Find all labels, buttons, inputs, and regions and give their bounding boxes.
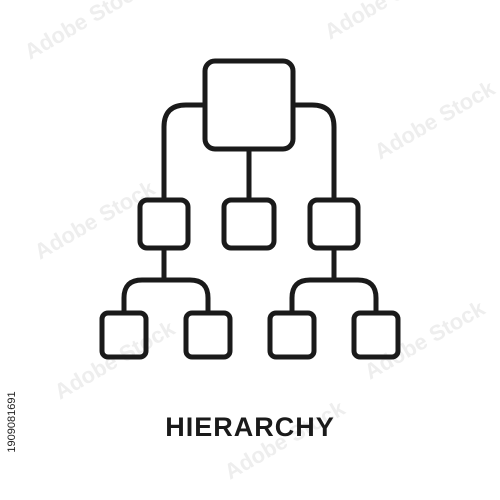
leaf-node [183, 310, 233, 360]
icon-caption: HIERARCHY [165, 412, 335, 442]
connector-line [289, 277, 379, 316]
stock-id-label: 1909081691 [6, 391, 18, 453]
mid-node-left [137, 197, 191, 251]
connector-line [121, 277, 211, 316]
leaf-node [351, 310, 401, 360]
connector-line [161, 102, 208, 203]
connector-line [290, 102, 337, 203]
leaf-node [267, 310, 317, 360]
leaf-node [99, 310, 149, 360]
mid-node-center [221, 197, 277, 251]
top-node [202, 58, 296, 152]
mid-node-right [307, 197, 361, 251]
